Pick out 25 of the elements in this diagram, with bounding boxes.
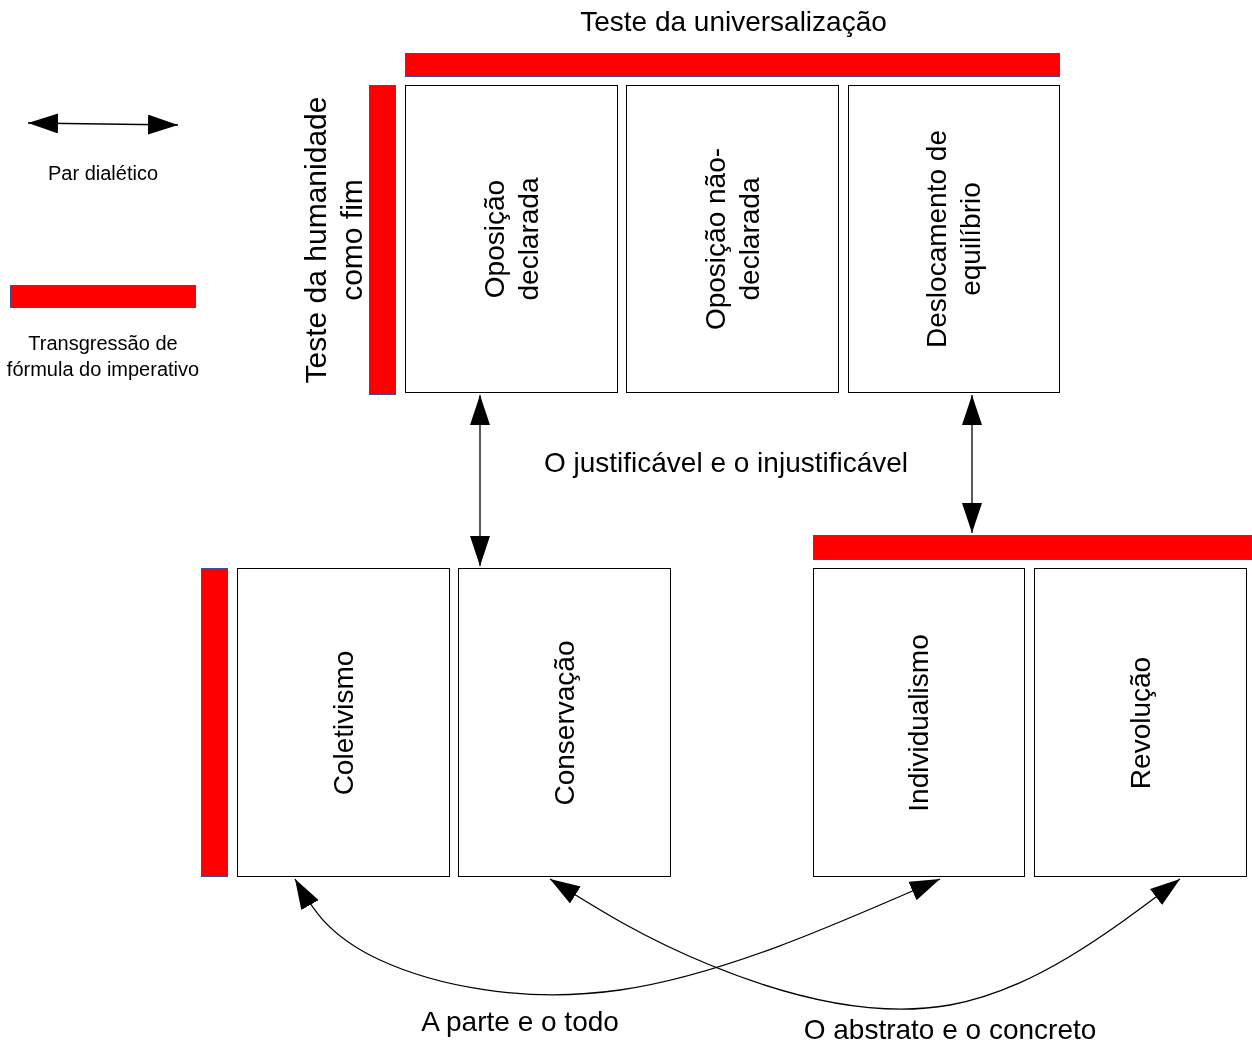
- bar-heading: Teste da universalização: [579, 6, 888, 38]
- box-label: Deslocamento de equilíbrio: [920, 129, 987, 349]
- relation-label: O justificável e o injustificável: [543, 447, 909, 479]
- legend-label: Transgressão de fórmula do imperativo: [5, 331, 201, 382]
- concept-box: [626, 85, 839, 393]
- box-label: Individualismo: [902, 632, 936, 814]
- concept-box: [1034, 568, 1247, 877]
- concept-box: [405, 85, 618, 393]
- box-label: Oposição declarada: [477, 176, 545, 303]
- double-arrow: [294, 878, 941, 996]
- bar-heading: Teste da humanidade como fim: [298, 95, 369, 386]
- concept-box: [848, 85, 1060, 393]
- legend-label: Par dialético: [46, 161, 160, 186]
- concept-box: [813, 568, 1025, 877]
- double-arrow: [549, 878, 1181, 1010]
- box-label: Conservação: [547, 639, 581, 807]
- transgression-bar: [201, 568, 228, 877]
- transgression-bar: [813, 535, 1252, 560]
- box-label: Revolução: [1123, 655, 1157, 791]
- concept-box: [458, 568, 671, 877]
- double-arrow: [962, 394, 982, 534]
- double-arrow: [470, 394, 490, 567]
- box-label: Coletivismo: [326, 649, 360, 797]
- box-label: Oposição não-declarada: [698, 146, 766, 333]
- concept-box: [237, 568, 450, 877]
